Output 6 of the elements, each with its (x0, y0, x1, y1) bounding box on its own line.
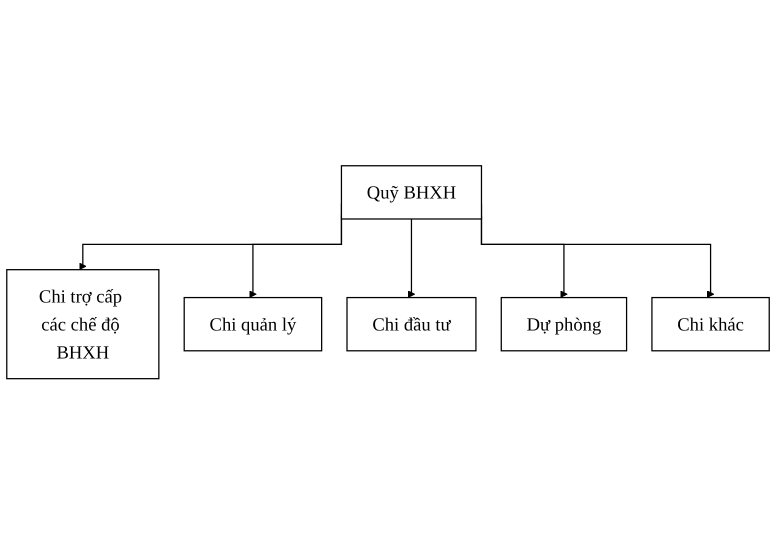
node-box: Chi trợ cấp các chế độ BHXH (6, 268, 160, 380)
node-box: Chi quản lý (184, 296, 322, 352)
node-box: Chi khác (651, 296, 770, 352)
node-box: Dự phòng (500, 296, 628, 352)
node-box: Quỹ BHXH (340, 164, 482, 220)
arrow (408, 218, 416, 298)
